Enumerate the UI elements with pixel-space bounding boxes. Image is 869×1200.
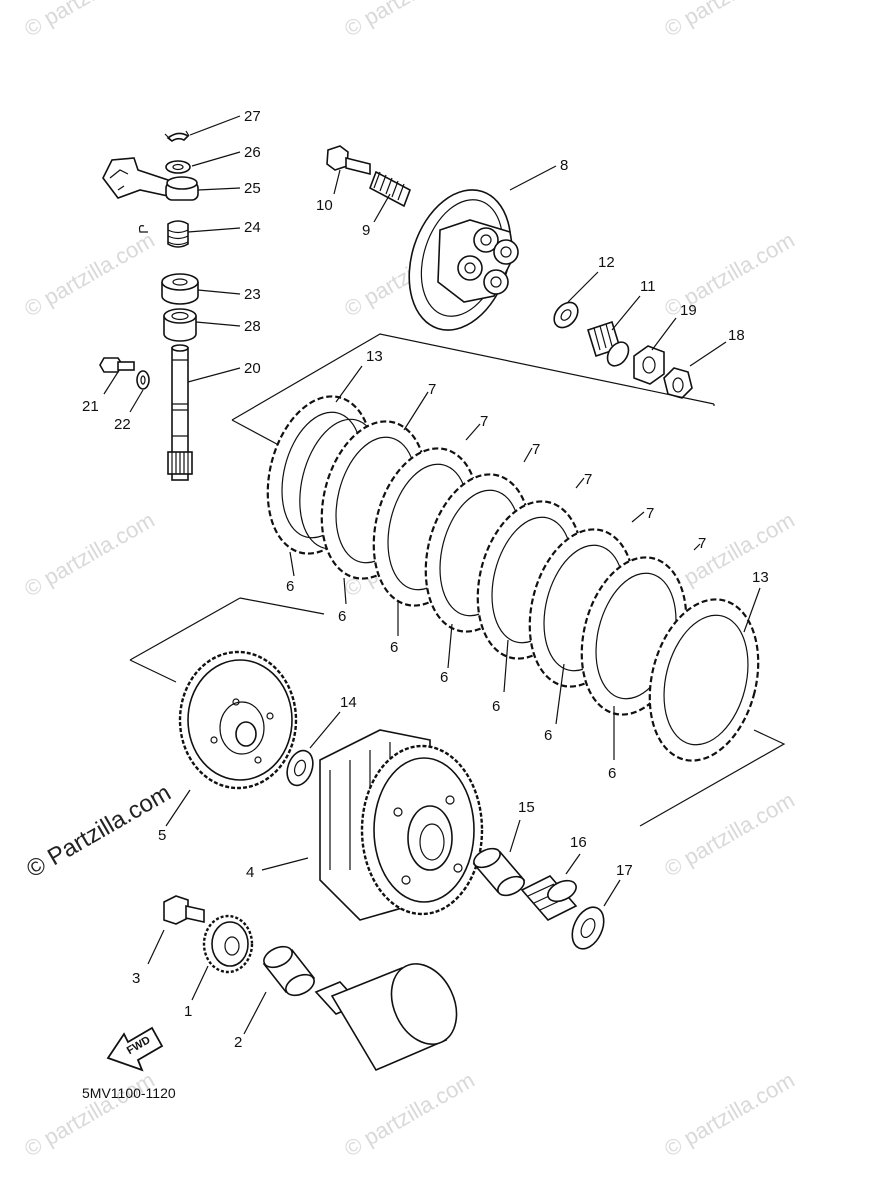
callout-13: 13 (752, 569, 769, 586)
crankshaft-weight (314, 963, 458, 1072)
callout-15: 15 (518, 799, 535, 816)
push-lever-25[interactable] (102, 157, 199, 201)
callout-7: 7 (532, 441, 540, 458)
circlip-27[interactable] (164, 130, 190, 142)
callout-26: 26 (244, 144, 261, 161)
primary-driven-gear-5[interactable] (178, 650, 298, 790)
callout-7: 7 (584, 471, 592, 488)
callout-4: 4 (246, 864, 254, 881)
callout-24: 24 (244, 219, 261, 236)
callout-28: 28 (244, 318, 261, 335)
pressure-plate-8[interactable] (392, 177, 528, 344)
callout-23: 23 (244, 286, 261, 303)
callout-25: 25 (244, 180, 261, 197)
callout-6: 6 (608, 765, 616, 782)
callout-6: 6 (492, 698, 500, 715)
push-lever-shaft-20[interactable] (167, 344, 193, 481)
washer-22[interactable] (136, 370, 150, 390)
callout-17: 17 (616, 862, 633, 879)
callout-6: 6 (440, 669, 448, 686)
callout-13: 13 (366, 348, 383, 365)
thrust-washer-14[interactable] (283, 747, 318, 789)
callout-27: 27 (244, 108, 261, 125)
bolt-21[interactable] (99, 357, 135, 373)
callout-8: 8 (560, 157, 568, 174)
callout-22: 22 (114, 416, 131, 433)
callout-18: 18 (728, 327, 745, 344)
nut-19[interactable] (633, 345, 665, 385)
oil-seal-23[interactable] (161, 273, 199, 305)
callout-6: 6 (544, 727, 552, 744)
callout-3: 3 (132, 970, 140, 987)
callout-20: 20 (244, 360, 261, 377)
callout-7: 7 (646, 505, 654, 522)
callout-1: 1 (184, 1003, 192, 1020)
collar-15[interactable] (471, 845, 527, 899)
callout-10: 10 (316, 197, 333, 214)
drive-gear-1[interactable] (202, 914, 254, 974)
collar-2[interactable] (261, 943, 318, 1000)
callout-5: 5 (158, 827, 166, 844)
callout-7: 7 (480, 413, 488, 430)
callout-2: 2 (234, 1034, 242, 1051)
spring-24[interactable] (138, 220, 189, 248)
callout-6: 6 (338, 608, 346, 625)
bolt-10[interactable] (326, 145, 371, 176)
callout-19: 19 (680, 302, 697, 319)
clutch-boss-4[interactable] (319, 729, 484, 921)
callout-6: 6 (390, 639, 398, 656)
friction-plate-13-bottom[interactable] (634, 588, 775, 772)
callout-12: 12 (598, 254, 615, 271)
bearing-28[interactable] (163, 308, 197, 342)
callout-6: 6 (286, 578, 294, 595)
push-rod-11[interactable] (587, 320, 633, 370)
lock-washer-18[interactable] (663, 367, 693, 399)
diagram-code: 5MV1100-1120 (82, 1085, 176, 1101)
callout-11: 11 (640, 278, 656, 295)
callout-16: 16 (570, 834, 587, 851)
fwd-arrow-icon (106, 1026, 164, 1072)
thrust-washer-17[interactable] (566, 902, 610, 954)
bolt-3[interactable] (163, 895, 205, 925)
callout-7: 7 (698, 535, 706, 552)
callout-21: 21 (82, 398, 99, 415)
clutch-spring-9[interactable] (369, 170, 411, 208)
callout-9: 9 (362, 222, 370, 239)
callout-14: 14 (340, 694, 357, 711)
needle-bearing-16[interactable] (520, 875, 579, 921)
callout-7: 7 (428, 381, 436, 398)
seal-12[interactable] (549, 298, 582, 332)
washer-26[interactable] (165, 160, 191, 174)
